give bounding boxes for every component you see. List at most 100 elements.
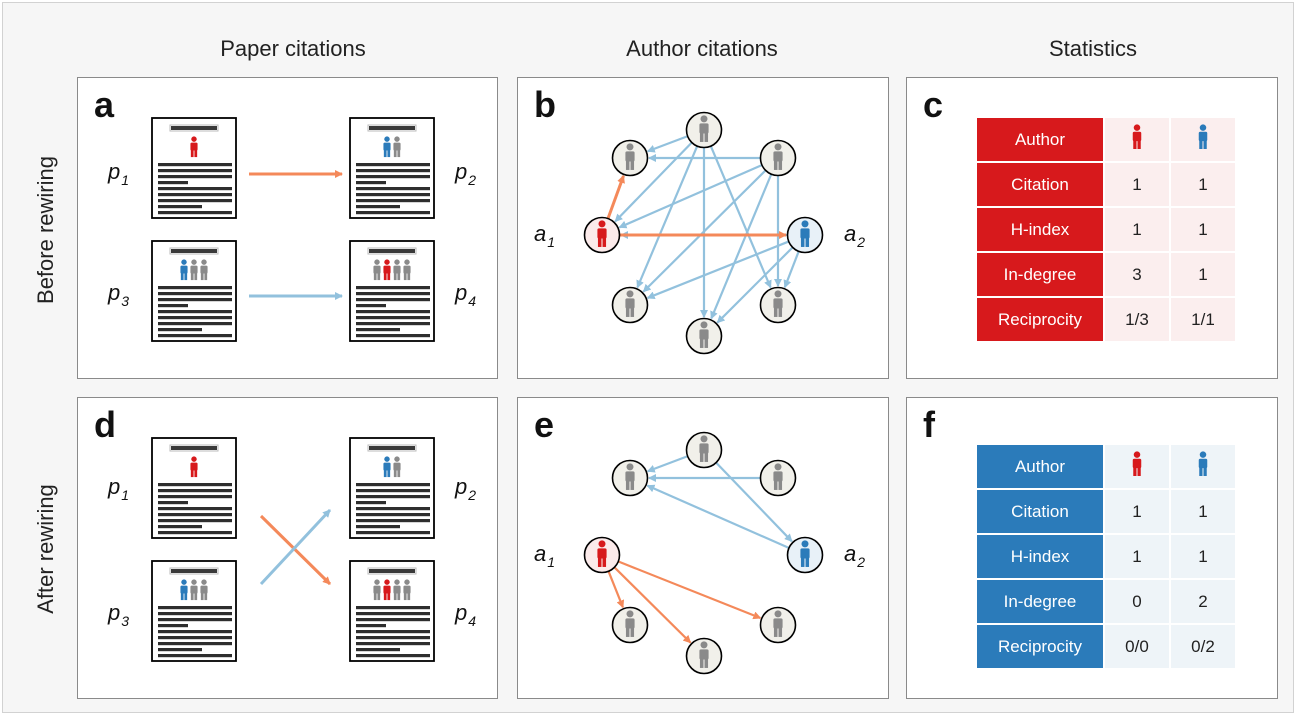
stats-value-blue: 1 [1171, 535, 1235, 578]
author-icon [773, 143, 783, 170]
author-node-gray [685, 111, 723, 149]
stats-value-red: 0/0 [1105, 625, 1169, 668]
paper-label-p2: p2 [454, 159, 476, 188]
author-node-gray [685, 317, 723, 355]
stats-value-red: 1 [1105, 208, 1169, 251]
author-icon [393, 136, 401, 158]
stats-value-red: 1 [1105, 490, 1169, 533]
panel-letter-b: b [534, 84, 556, 125]
author-icon [200, 579, 208, 601]
citation-arrow-blue [636, 146, 699, 289]
author-label-a2: a2 [844, 541, 865, 570]
author-node-red [583, 536, 621, 574]
author-node-gray [611, 139, 649, 177]
stats-row-label: Author [977, 445, 1103, 488]
author-node-gray [759, 606, 797, 644]
blue-author-header [1171, 118, 1235, 161]
citation-arrow-blue [614, 142, 693, 223]
author-icon [180, 259, 188, 281]
author-node-gray [685, 431, 723, 469]
author-icon [699, 321, 709, 348]
author-icon [699, 435, 709, 462]
paper-label-p3: p3 [107, 280, 129, 309]
author-node-blue [786, 536, 824, 574]
author-icon [625, 610, 635, 637]
blue-author-icon [1198, 124, 1208, 149]
row-title-after: After rewiring [33, 484, 58, 614]
author-label-a1: a1 [534, 541, 555, 570]
author-icon [597, 220, 607, 247]
author-icon [180, 579, 188, 601]
author-icon [383, 259, 391, 281]
stats-value-blue: 1 [1171, 253, 1235, 296]
citation-arrow-blue [715, 462, 793, 543]
citation-arrow-blue [716, 246, 794, 324]
paper-p4 [349, 560, 435, 662]
author-icon [773, 463, 783, 490]
panel-letter-d: d [94, 404, 116, 445]
author-icon [393, 456, 401, 478]
blue-author-header [1171, 445, 1235, 488]
author-node-gray [685, 637, 723, 675]
citation-arrow-orange [607, 571, 625, 609]
citation-arrow-blue [709, 146, 772, 289]
col-title-stats: Statistics [1048, 36, 1138, 61]
author-icon [699, 115, 709, 142]
red-author-header [1105, 118, 1169, 161]
citation-arrow-orange [614, 566, 692, 644]
author-icon [383, 579, 391, 601]
author-icon [403, 579, 411, 601]
stats-row-label: H-index [977, 535, 1103, 578]
paper-label-p1: p1 [107, 474, 129, 503]
stats-value-red: 1 [1105, 535, 1169, 578]
stats-value-blue: 1 [1171, 208, 1235, 251]
panel-letter-f: f [923, 404, 935, 445]
paper-label-p3: p3 [107, 600, 129, 629]
stats-row-label: H-index [977, 208, 1103, 251]
author-label-a2: a2 [844, 221, 865, 250]
author-icon [597, 540, 607, 567]
author-icon [773, 610, 783, 637]
stats-value-red: 3 [1105, 253, 1169, 296]
author-icon [373, 259, 381, 281]
author-icon [190, 579, 198, 601]
citation-arrow-orange [259, 514, 332, 586]
author-node-gray [611, 286, 649, 324]
citation-arrow-blue [259, 508, 332, 586]
citation-arrow-orange [618, 560, 762, 620]
citation-arrow-blue [646, 135, 688, 153]
stats-value-red: 1/3 [1105, 298, 1169, 341]
paper-p1 [151, 117, 237, 219]
author-icon [393, 579, 401, 601]
author-node-gray [611, 459, 649, 497]
paper-label-p4: p4 [454, 600, 476, 629]
col-title-paper: Paper citations [220, 36, 366, 61]
paper-p1 [151, 437, 237, 539]
red-author-header [1105, 445, 1169, 488]
blue-author-icon [1198, 451, 1208, 476]
author-icon [190, 456, 198, 478]
stats-value-blue: 1 [1171, 163, 1235, 206]
stats-row: Author [977, 118, 1235, 161]
author-icon [625, 463, 635, 490]
author-icon [190, 136, 198, 158]
stats-value-red: 1 [1105, 163, 1169, 206]
citation-arrow-blue [646, 240, 789, 300]
stats-value-blue: 0/2 [1171, 625, 1235, 668]
stats-row-label: In-degree [977, 253, 1103, 296]
author-icon [190, 259, 198, 281]
paper-p2 [349, 117, 435, 219]
citation-arrow-blue [710, 174, 773, 320]
